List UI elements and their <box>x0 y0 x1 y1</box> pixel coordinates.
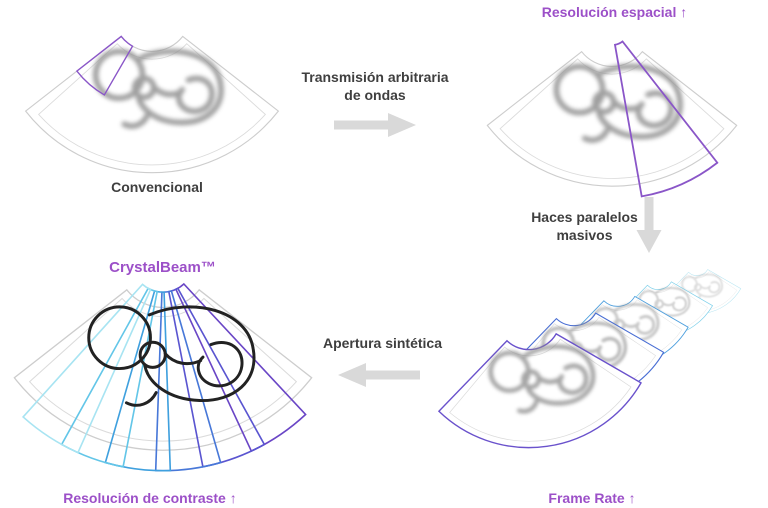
transmission-label-line2: de ondas <box>344 86 406 103</box>
parallel-beams-label: Haces paralelos masivos <box>512 209 657 244</box>
conventional-fan <box>25 35 279 174</box>
left-arrow-icon <box>338 363 420 387</box>
conventional-beam-wedge <box>75 35 134 96</box>
spatial-beam-wedge <box>613 40 719 198</box>
parallel-beams-label-line1: Haces paralelos <box>531 209 638 225</box>
spatial-fan <box>486 40 738 198</box>
parallel-beams-label-line2: masivos <box>556 226 613 243</box>
transmission-label-line1: Transmisión arbitraria <box>301 69 449 85</box>
spatial-resolution-label: Resolución espacial ↑ <box>541 4 688 20</box>
down-arrow-icon <box>636 197 662 253</box>
right-arrow-icon <box>334 113 416 137</box>
cascade-fan-1 <box>429 322 649 462</box>
conventional-label: Convencional <box>111 179 203 195</box>
synthetic-aperture-label: Apertura sintética <box>322 335 443 351</box>
frame-rate-label: Frame Rate ↑ <box>548 490 636 506</box>
contrast-resolution-label: Resolución de contraste ↑ <box>63 490 237 506</box>
transmission-label: Transmisión arbitraria de ondas <box>292 69 458 104</box>
crystalbeam-fan <box>13 282 313 474</box>
crystalbeam-title: CrystalBeam™ <box>109 259 216 276</box>
